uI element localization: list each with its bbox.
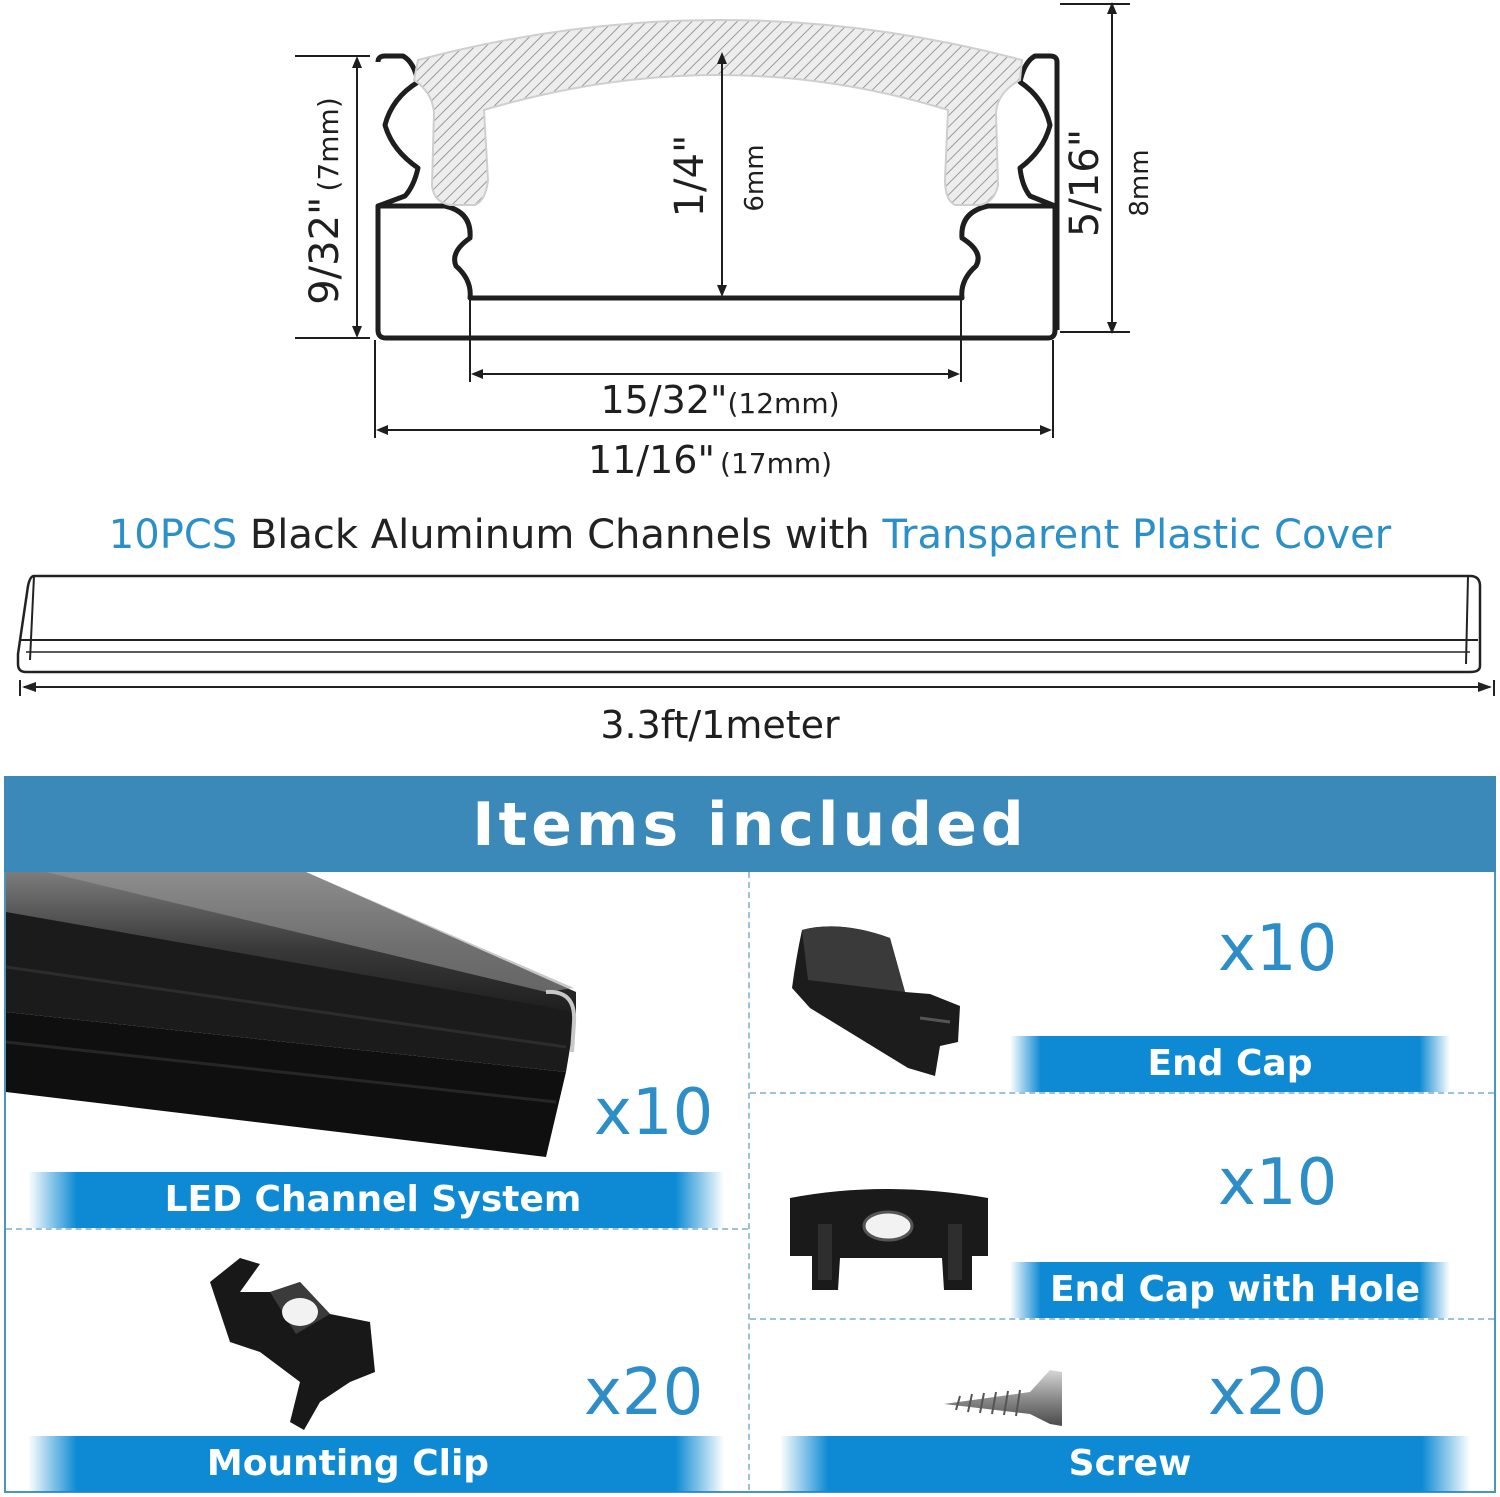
- headline-cover: Transparent Plastic Cover: [882, 512, 1392, 558]
- outer-width-value: 11/16": [587, 438, 715, 482]
- headline-quantity: 10PCS: [108, 512, 238, 558]
- items-included-title: Items included: [472, 790, 1028, 860]
- label-band-led-channel: LED Channel System: [28, 1172, 724, 1228]
- label-end-cap-with-hole: End Cap with Hole: [1049, 1269, 1421, 1310]
- led-channel-image: [6, 872, 577, 1157]
- label-mounting-clip: Mounting Clip: [206, 1443, 490, 1484]
- end-cap-with-hole-image: [790, 1189, 988, 1290]
- label-band-end-cap-with-hole: End Cap with Hole: [1010, 1262, 1450, 1318]
- length-label: 3.3ft/1meter: [600, 703, 840, 747]
- qty-mounting-clip: x20: [584, 1356, 704, 1430]
- height-left-mm: (7mm): [312, 97, 345, 192]
- qty-led-channel: x10: [594, 1076, 714, 1150]
- inner-width-value: 15/32": [600, 378, 728, 422]
- height-right-value: 5/16": [1062, 128, 1108, 238]
- channel-side-view: [16, 574, 1495, 696]
- height-left-label: 9/32" (7mm): [302, 51, 348, 351]
- height-right-mm: 8mm: [1125, 149, 1155, 217]
- label-band-screw: Screw: [780, 1436, 1470, 1492]
- outer-width-label: 11/16" (17mm): [510, 438, 910, 482]
- label-end-cap: End Cap: [1147, 1043, 1313, 1084]
- column-divider: [748, 872, 750, 1490]
- height-left-value: 9/32": [302, 196, 348, 305]
- qty-end-cap-with-hole: x10: [1218, 1146, 1338, 1220]
- items-included-header: [4, 776, 1496, 872]
- screw-image: [944, 1370, 1062, 1426]
- qty-screw: x20: [1208, 1356, 1328, 1430]
- row-divider-left: [6, 1228, 748, 1230]
- diffuser-cover: [412, 19, 1024, 206]
- label-band-mounting-clip: Mounting Clip: [28, 1436, 724, 1492]
- label-led-channel: LED Channel System: [164, 1179, 582, 1220]
- profile-cross-section-diagram: [295, 2, 1130, 438]
- mounting-clip-image: [210, 1258, 375, 1430]
- label-band-end-cap: End Cap: [1010, 1036, 1450, 1092]
- inner-height-value: 1/4": [667, 134, 713, 218]
- headline-material: Black Aluminum Channels with: [237, 512, 883, 558]
- row-divider-right-2: [750, 1318, 1494, 1320]
- label-screw: Screw: [1068, 1443, 1192, 1484]
- row-divider-right-1: [750, 1092, 1494, 1094]
- outer-width-mm: (17mm): [720, 447, 833, 480]
- qty-end-cap: x10: [1218, 912, 1338, 986]
- inner-width-mm: (12mm): [727, 387, 840, 420]
- end-cap-image: [792, 926, 960, 1076]
- inner-height-mm: 6mm: [740, 144, 770, 212]
- product-headline: 10PCS Black Aluminum Channels with Trans…: [0, 512, 1500, 558]
- inner-width-label: 15/32"(12mm): [520, 378, 920, 422]
